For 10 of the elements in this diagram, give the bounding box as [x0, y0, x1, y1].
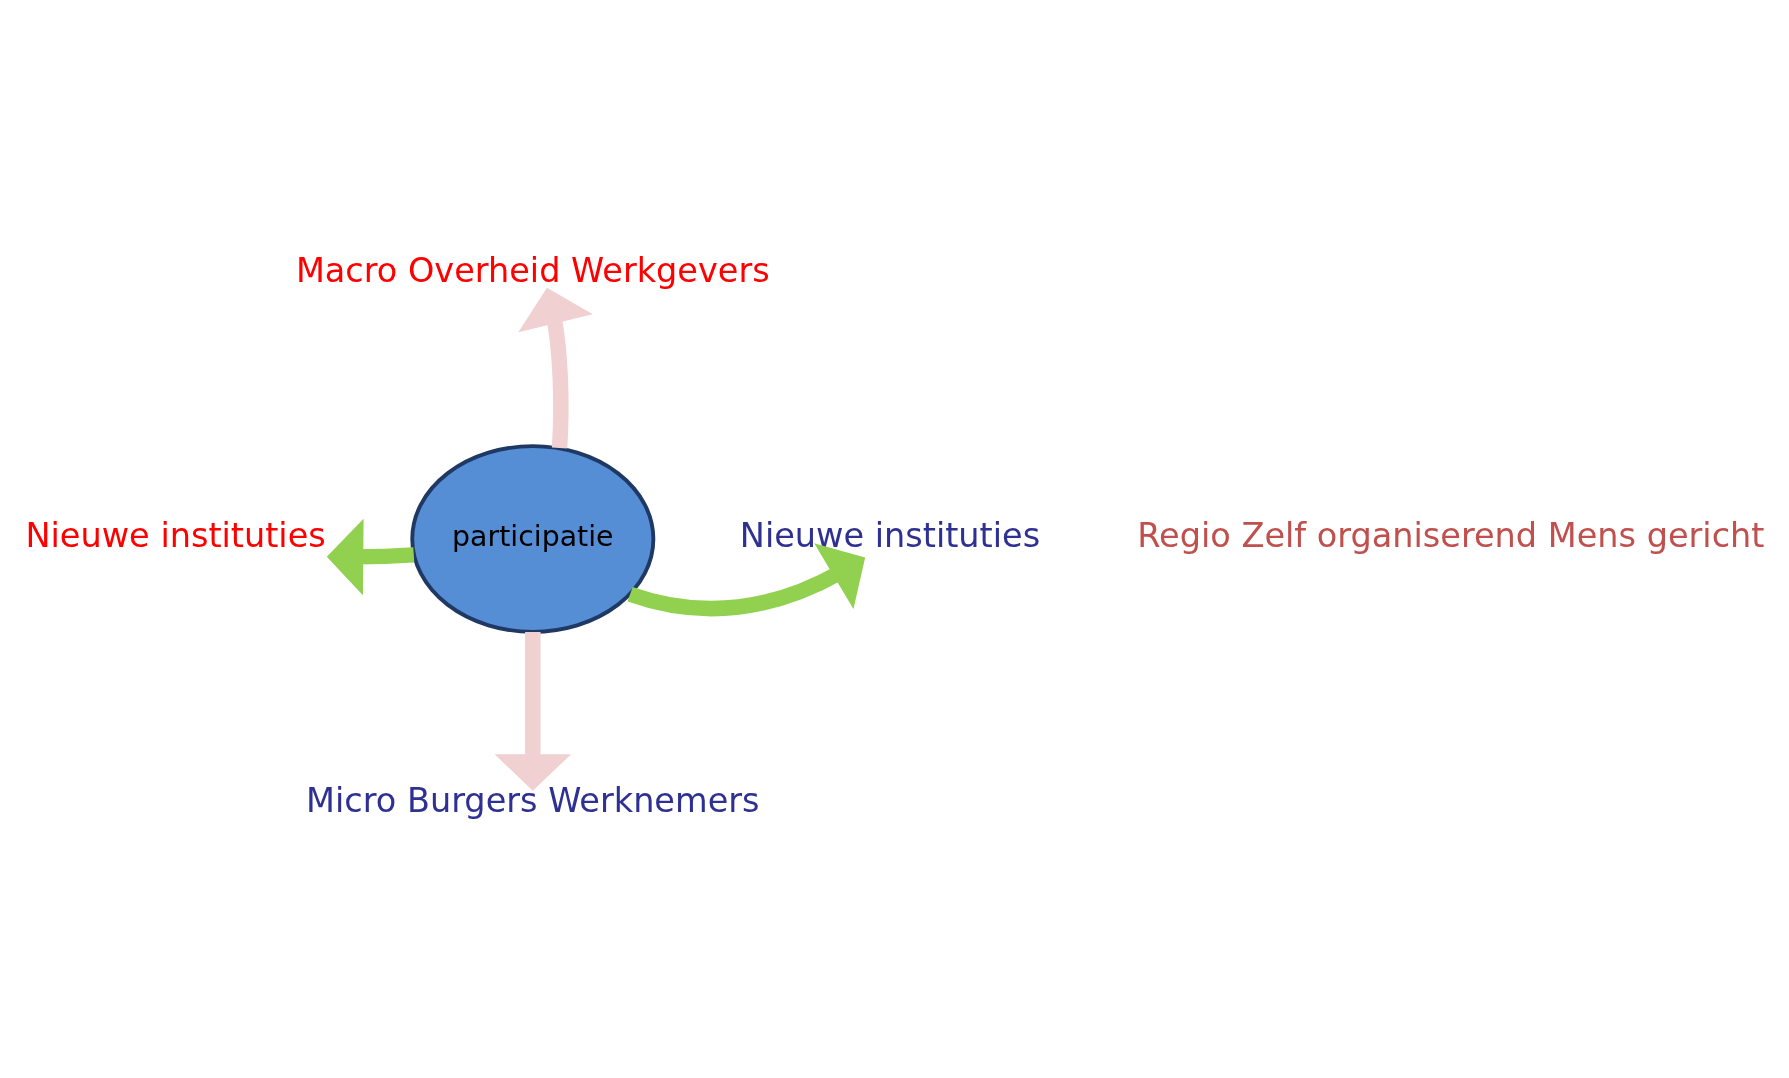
node-text: Macro Overheid Werkgevers: [295, 251, 770, 291]
arrow: [326, 518, 415, 596]
arrow: [494, 632, 572, 791]
label: Regio Zelf organiserend Mens gericht: [1137, 516, 1765, 556]
node-text: Micro Burgers Werknemers: [306, 781, 760, 821]
arrow: [627, 543, 866, 617]
arrow: [518, 287, 593, 449]
node-ellipse: participatie: [410, 444, 656, 634]
node-text: Nieuwe instituties: [739, 516, 1041, 556]
node-text: Nieuwe instituties: [25, 516, 326, 556]
